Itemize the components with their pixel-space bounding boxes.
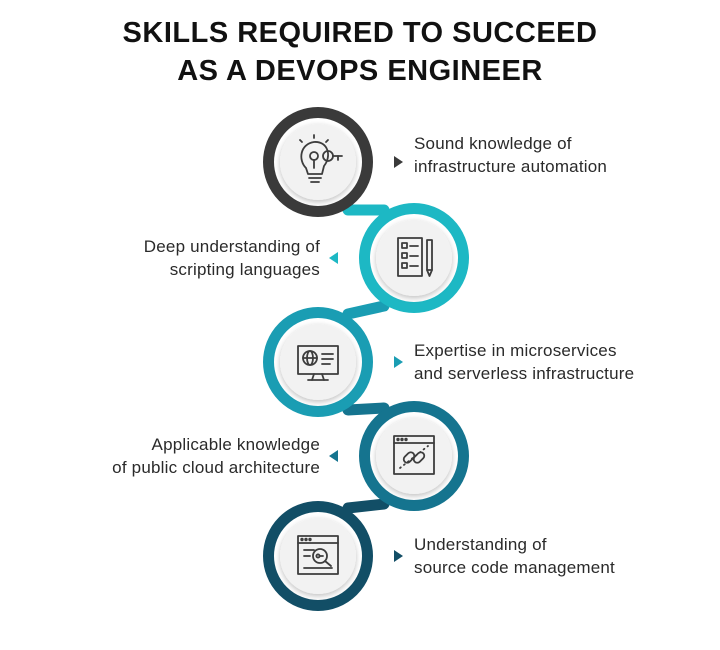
step-arrow-4: [329, 450, 338, 462]
step-3-line-2: and serverless infrastructure: [414, 364, 635, 383]
step-2-line-1: Deep understanding of: [143, 237, 320, 256]
step-label-3: Expertise in microservices and serverless…: [414, 339, 634, 385]
step-badge-1: [280, 124, 356, 200]
browser-link-icon: [393, 435, 435, 475]
browser-key-search-icon: [297, 535, 339, 575]
step-arrow-1: [394, 156, 403, 168]
document-pencil-icon: [397, 237, 433, 277]
step-badge-2: [376, 220, 452, 296]
step-label-1: Sound knowledge of infrastructure automat…: [414, 132, 607, 178]
step-5-line-2: source code management: [414, 558, 615, 577]
connector-3: [342, 402, 390, 416]
step-1-line-2: infrastructure automation: [414, 157, 608, 176]
step-arrow-2: [329, 252, 338, 264]
step-2-line-2: scripting languages: [169, 260, 320, 279]
step-4-line-2: of public cloud architecture: [112, 458, 320, 477]
connector-4: [342, 498, 390, 514]
step-3-line-1: Expertise in microservices: [414, 341, 617, 360]
step-arrow-5: [394, 550, 403, 562]
page-title: SKILLS REQUIRED TO SUCCEED AS A DEVOPS E…: [0, 14, 720, 90]
step-1-line-1: Sound knowledge of: [414, 134, 572, 153]
lightbulb-key-icon: [299, 134, 343, 183]
step-arrow-3: [394, 356, 403, 368]
step-4-line-1: Applicable knowledge: [151, 435, 320, 454]
step-label-2: Deep understanding of scripting languages: [144, 235, 320, 281]
globe-monitor-icon: [297, 345, 339, 381]
step-badge-5: [280, 518, 356, 594]
step-label-4: Applicable knowledge of public cloud arch…: [112, 433, 320, 479]
title-line-1: SKILLS REQUIRED TO SUCCEED: [122, 17, 598, 49]
title-line-2: AS A DEVOPS ENGINEER: [177, 55, 543, 87]
step-badge-3: [280, 324, 356, 400]
step-label-5: Understanding of source code management: [414, 533, 615, 579]
step-5-line-1: Understanding of: [414, 535, 547, 554]
connector-2: [342, 300, 390, 320]
